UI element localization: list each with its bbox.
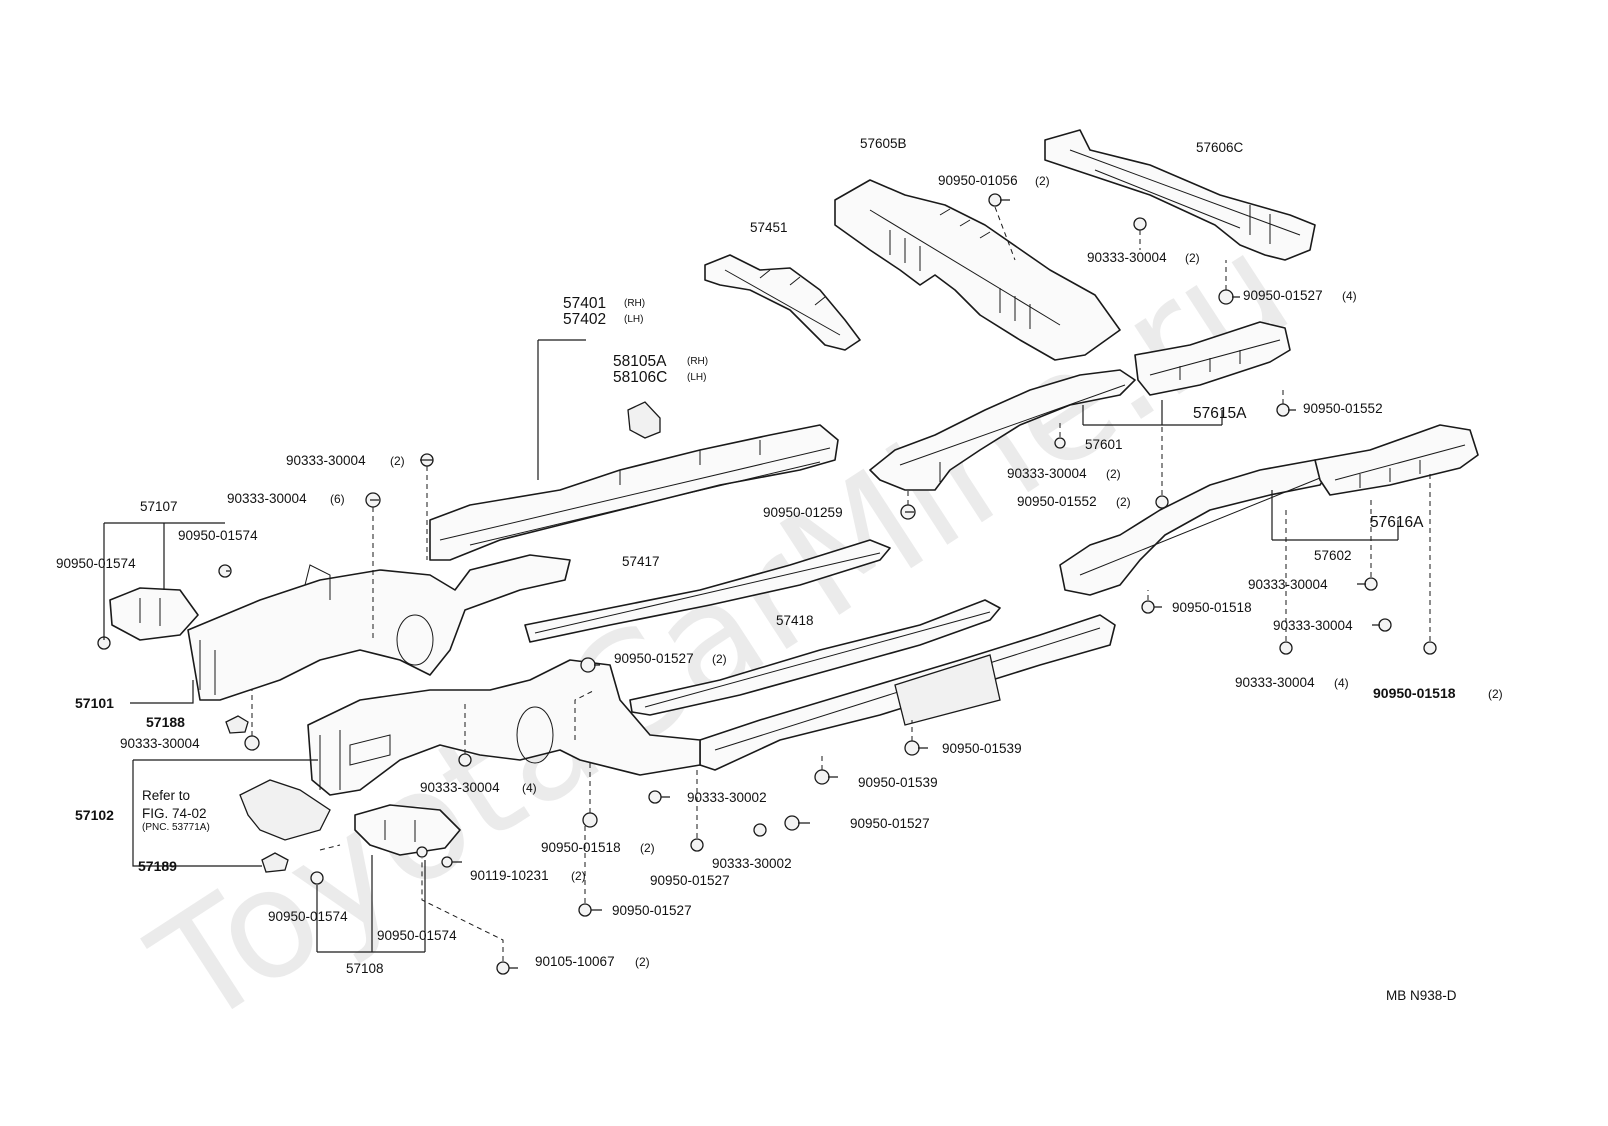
label-90333-30004-mid: 90333-30004 [1007, 466, 1087, 481]
label-90333-30004-top: 90333-30004 [1087, 250, 1167, 265]
label-90333-30004-r2: 90333-30004 [1273, 618, 1353, 633]
label-90950-01574-b2: 90950-01574 [377, 928, 457, 943]
label-90950-01518-r2: 90950-01518 [1373, 685, 1456, 701]
label-57402-side: (LH) [624, 314, 643, 325]
label-90950-01527-b: 90950-01527 [650, 873, 730, 888]
label-90105-10067-qty: (2) [635, 955, 650, 969]
part-57615a-drawing [1134, 321, 1291, 396]
label-90950-01552-b: 90950-01552 [1017, 494, 1097, 509]
label-57188: 57188 [146, 714, 185, 730]
label-90333-30002-a: 90333-30002 [687, 790, 767, 805]
label-90105-10067: 90105-10067 [535, 954, 615, 969]
label-90119-10231: 90119-10231 [470, 868, 549, 883]
label-57401-side: (RH) [624, 298, 645, 309]
label-57401: 57401 [563, 295, 606, 312]
label-58106c: 58106C [613, 369, 667, 386]
label-90333-30004-l1-qty: (2) [390, 454, 405, 468]
label-90333-30004-top-qty: (2) [1185, 251, 1200, 265]
part-labels: 57605B 57606C 90950-01056 (2) 57451 9033… [56, 136, 1503, 1003]
label-90333-30004-l4-qty: (4) [522, 781, 537, 795]
label-57605b: 57605B [860, 136, 907, 151]
label-90950-01518-b-qty: (2) [640, 841, 655, 855]
label-57402: 57402 [563, 311, 606, 328]
label-57189: 57189 [138, 858, 177, 874]
label-90333-30004-l4: 90333-30004 [420, 780, 500, 795]
label-90950-01518-r2-qty: (2) [1488, 687, 1503, 701]
part-57102-drawing [307, 659, 701, 796]
label-90333-30004-r3: 90333-30004 [1235, 675, 1315, 690]
label-57615a: 57615A [1193, 405, 1247, 422]
label-90333-30004-mid-qty: (2) [1106, 467, 1121, 481]
label-90950-01518-b: 90950-01518 [541, 840, 621, 855]
part-57101-drawing [187, 554, 571, 701]
label-90333-30004-l2: 90333-30004 [227, 491, 307, 506]
refer-to-label: Refer to [142, 788, 190, 803]
refer-pnc-label: (PNC. 53771A) [142, 822, 210, 833]
label-57417: 57417 [622, 554, 660, 569]
part-57606c-drawing [1044, 129, 1316, 261]
label-90950-01527-mid-qty: (2) [712, 652, 727, 666]
label-58106c-side: (LH) [687, 372, 706, 383]
label-90950-01539-b: 90950-01539 [858, 775, 938, 790]
part-57616a-drawing [1314, 424, 1479, 496]
diagram-code: MB N938-D [1386, 988, 1457, 1003]
label-57102: 57102 [75, 807, 114, 823]
label-90333-30004-r1: 90333-30004 [1248, 577, 1328, 592]
part-57605b-drawing [834, 179, 1121, 361]
part-lower-side-member-drawing [699, 614, 1116, 771]
label-90950-01552-b-qty: (2) [1116, 495, 1131, 509]
part-57601-drawing [869, 369, 1136, 491]
label-90950-01259: 90950-01259 [763, 505, 843, 520]
label-90950-01527-r: 90950-01527 [850, 816, 930, 831]
label-57616a: 57616A [1370, 514, 1424, 531]
label-90950-01527-mid: 90950-01527 [614, 651, 694, 666]
label-57451: 57451 [750, 220, 788, 235]
part-refer-bracket-drawing [239, 779, 331, 841]
label-90333-30002-b: 90333-30002 [712, 856, 792, 871]
label-57101: 57101 [75, 695, 114, 711]
label-90119-10231-qty: (2) [571, 869, 586, 883]
label-57108: 57108 [346, 961, 384, 976]
label-90950-01574-l2: 90950-01574 [56, 556, 136, 571]
label-90950-01527-top: 90950-01527 [1243, 288, 1323, 303]
label-90950-01056: 90950-01056 [938, 173, 1018, 188]
part-57451-drawing [704, 254, 861, 351]
label-90333-30004-l1: 90333-30004 [286, 453, 366, 468]
label-90950-01056-qty: (2) [1035, 174, 1050, 188]
label-90950-01527-top-qty: (4) [1342, 289, 1357, 303]
part-57107-drawing [109, 587, 199, 641]
label-58105a: 58105A [613, 353, 667, 370]
label-90333-30004-r3-qty: (4) [1334, 676, 1349, 690]
part-57108-drawing [354, 804, 461, 856]
label-57418: 57418 [776, 613, 814, 628]
label-57602: 57602 [1314, 548, 1352, 563]
label-90333-30004-l2-qty: (6) [330, 492, 345, 506]
label-58105a-side: (RH) [687, 356, 708, 367]
part-57418-drawing [629, 599, 1001, 716]
label-57601: 57601 [1085, 437, 1123, 452]
label-57606c: 57606C [1196, 140, 1244, 155]
refer-fig-label: FIG. 74-02 [142, 806, 207, 821]
label-90333-30004-l3: 90333-30004 [120, 736, 200, 751]
part-57188-drawing [225, 715, 249, 734]
part-57401-drawing [429, 424, 839, 561]
dashed-alignment-lines [251, 206, 1431, 961]
label-90950-01552-a: 90950-01552 [1303, 401, 1383, 416]
label-90950-01527-c: 90950-01527 [612, 903, 692, 918]
part-57189-drawing [261, 852, 289, 873]
part-58105a-drawing [627, 401, 661, 439]
label-57107: 57107 [140, 499, 178, 514]
label-90950-01518-r: 90950-01518 [1172, 600, 1252, 615]
label-90950-01574-b1: 90950-01574 [268, 909, 348, 924]
label-90950-01539-a: 90950-01539 [942, 741, 1022, 756]
part-57602-drawing [1059, 459, 1331, 596]
part-57417-drawing [524, 539, 891, 643]
label-90950-01574-l1: 90950-01574 [178, 528, 258, 543]
